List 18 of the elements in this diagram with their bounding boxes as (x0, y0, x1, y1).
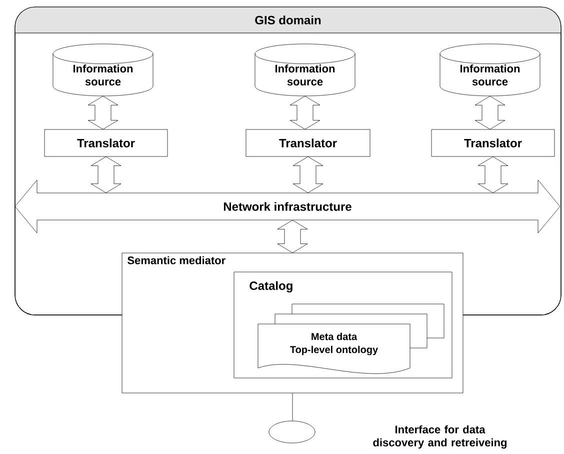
block-arrow (290, 96, 320, 130)
database-cylinder: Information source (52, 44, 154, 96)
process-box: Translator (246, 129, 370, 157)
process-box: Translator (431, 129, 555, 157)
process-box: Translator (44, 129, 168, 157)
interface-ellipse (268, 420, 316, 444)
block-arrow (474, 96, 506, 130)
block-arrow (292, 156, 324, 193)
block-arrow (90, 156, 122, 193)
database-cylinder: Information source (440, 44, 540, 96)
document-stack: Meta data Top-level ontology (258, 304, 444, 374)
interface-label: Interface for data discovery and retreiveing (373, 425, 506, 449)
connector-line (292, 392, 293, 421)
block-arrow (478, 156, 508, 193)
block-arrow (277, 220, 308, 253)
node-label: Network infrastructure (224, 202, 352, 211)
database-cylinder: Information source (254, 44, 356, 96)
block-arrow (88, 96, 118, 130)
